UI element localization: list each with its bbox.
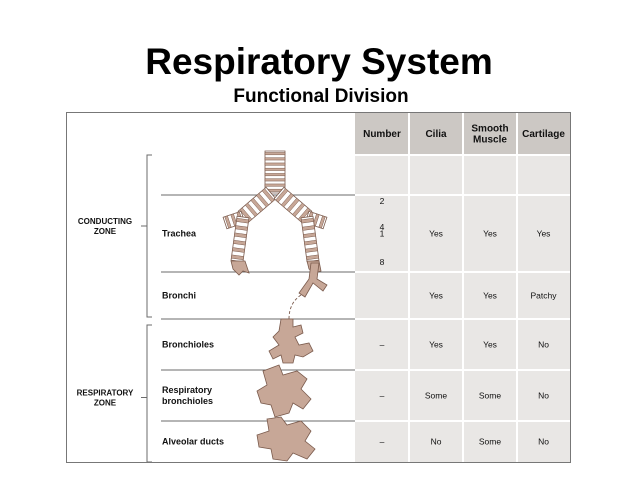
bronchiole — [298, 262, 328, 298]
cartilage-ring — [256, 193, 270, 208]
cartilage-ring — [235, 225, 248, 231]
zone-label: RESPIRATORY — [77, 389, 134, 398]
trachea-tube — [264, 150, 286, 194]
row-label: Alveolar sacs — [162, 113, 220, 115]
cartilage-ring — [264, 152, 286, 156]
cartilage-ring — [261, 188, 275, 203]
table-cell: Yes — [483, 229, 497, 239]
cartilage-ring — [286, 197, 300, 213]
cartilage-ring — [302, 225, 315, 231]
cartilage-ring — [301, 217, 314, 224]
zone-label: CONDUCTING — [78, 217, 132, 226]
table-cell: No — [431, 437, 442, 447]
number-cell: – — [380, 391, 385, 401]
zone-bracket — [146, 154, 152, 318]
zone-label: ZONE — [94, 399, 117, 408]
cartilage-ring — [303, 232, 316, 239]
cartilage-ring — [224, 215, 232, 229]
row-label: Bronchioles — [162, 340, 214, 350]
page-subtitle: Functional Division — [233, 86, 409, 107]
alveolar-duct — [256, 364, 312, 418]
table-cell: No — [538, 340, 549, 350]
cartilage-ring — [292, 202, 306, 217]
cartilage-ring — [264, 178, 286, 182]
table-cell: Yes — [429, 229, 443, 239]
bronchus-tip-left — [230, 260, 250, 276]
table-cell: Yes — [429, 291, 443, 301]
cartilage-ring — [232, 247, 245, 253]
cartilage-ring — [234, 232, 247, 239]
number-cell: 6 × 10⁸ — [368, 113, 396, 115]
number-cell: 8 — [380, 257, 385, 267]
airway-illustration — [222, 150, 328, 462]
cartilage-ring — [264, 167, 286, 171]
table-cell: Yes — [537, 229, 551, 239]
cartilage-ring — [264, 183, 286, 187]
cartilage-ring — [264, 162, 286, 166]
cartilage-ring — [264, 157, 286, 161]
table-cell: No — [431, 113, 442, 115]
table-cell: Some — [479, 437, 501, 447]
cartilage-ring — [264, 173, 286, 177]
table-cell: No — [538, 113, 549, 115]
cartilage-ring — [304, 239, 317, 246]
column-header: Muscle — [473, 135, 507, 146]
cartilage-ring — [318, 215, 326, 229]
zone-label: ZONE — [94, 227, 117, 236]
cartilage-ring — [244, 202, 258, 217]
cartilage-ring — [231, 254, 244, 261]
table-cell: Patchy — [531, 291, 558, 301]
column-header: Number — [363, 129, 401, 140]
cartilage-ring — [275, 188, 289, 203]
cartilage-ring — [236, 217, 249, 224]
cartilage-ring — [250, 197, 264, 213]
table-cell: Yes — [429, 340, 443, 350]
number-cell: 4 — [380, 222, 385, 232]
table-cell: No — [485, 113, 496, 115]
row-label: Bronchi — [162, 291, 196, 301]
column-header: Cartilage — [522, 129, 565, 140]
row-label: bronchioles — [162, 396, 213, 406]
alveolar-sac — [256, 416, 316, 462]
number-cell: 1 — [380, 229, 385, 239]
number-cell: – — [380, 340, 385, 350]
page-title: Respiratory System — [145, 41, 493, 82]
cartilage-ring — [233, 239, 246, 246]
bronchiole-connector — [288, 294, 302, 320]
cartilage-ring — [280, 193, 294, 208]
column-header: Smooth — [471, 124, 508, 135]
row-label: Alveolar ducts — [162, 437, 224, 447]
table-cell: Some — [479, 391, 501, 401]
table-cell: No — [538, 437, 549, 447]
cartilage-ring — [305, 247, 318, 253]
cartilage-ring — [306, 254, 319, 261]
table-cell: Some — [425, 391, 447, 401]
number-cell: – — [380, 437, 385, 447]
zone-bracket — [146, 324, 152, 463]
table-cell: Yes — [483, 291, 497, 301]
table-cell: Yes — [483, 340, 497, 350]
respiratory-bronchiole — [268, 318, 314, 364]
number-cell: 2 — [380, 196, 385, 206]
row-label: Trachea — [162, 229, 197, 239]
row-label: Respiratory — [162, 385, 212, 395]
column-header: Cilia — [425, 129, 447, 140]
table-cell: No — [538, 391, 549, 401]
